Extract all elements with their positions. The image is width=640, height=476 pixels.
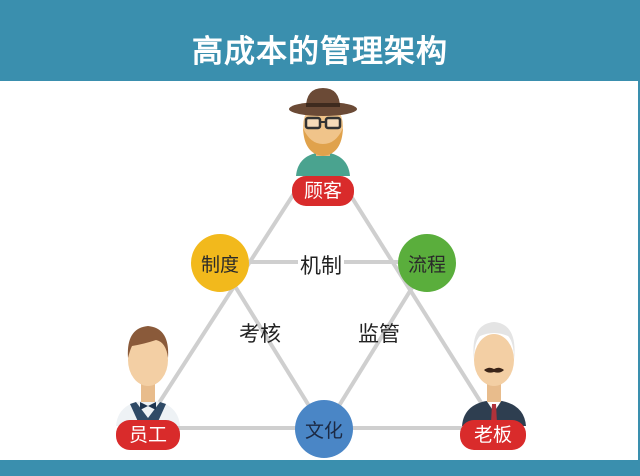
node-process: 流程	[398, 234, 456, 292]
node-culture-label: 文化	[304, 419, 343, 442]
boss-icon	[462, 322, 526, 426]
node-system-label: 制度	[200, 253, 239, 276]
node-culture: 文化	[295, 400, 353, 458]
node-process-label: 流程	[407, 253, 446, 276]
customer-badge: 顾客	[292, 176, 354, 206]
customer-icon	[289, 88, 357, 176]
header-bar: 高成本的管理架构	[0, 0, 640, 80]
edge-label-mechanism: 机制	[298, 250, 344, 280]
footer-bar	[0, 460, 640, 476]
customer-avatar	[286, 84, 360, 182]
edge-label-assessment: 考核	[239, 322, 281, 346]
employee-avatar	[110, 318, 186, 428]
boss-avatar	[456, 316, 532, 428]
boss-badge: 老板	[460, 420, 526, 450]
edge-label-supervision: 监管	[358, 322, 400, 346]
employee-icon	[116, 326, 180, 426]
employee-badge: 员工	[116, 420, 180, 450]
node-system: 制度	[191, 234, 249, 292]
page-title: 高成本的管理架构	[192, 34, 448, 70]
